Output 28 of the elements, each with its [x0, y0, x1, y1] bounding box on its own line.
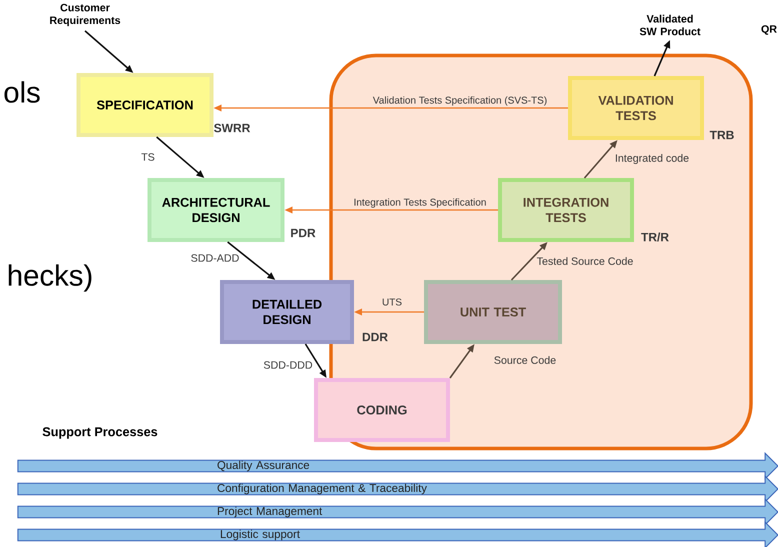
process-box: DETAILLED DESIGN [220, 280, 354, 344]
edge-label: SDD-ADD [191, 254, 239, 262]
process-box: INTEGRATION TESTS [498, 178, 634, 242]
edge-label: Integrated code [616, 154, 689, 164]
review-label: TR/R [641, 232, 669, 242]
text-label: QR [761, 25, 777, 35]
review-label: PDR [291, 228, 316, 238]
edge-label: Source Code [494, 356, 556, 364]
edge-label: Validation Tests Specification (SVS-TS) [372, 96, 547, 106]
text-label: Customer Requirements [50, 4, 120, 26]
process-box: CODING [314, 378, 450, 442]
text-label: hecks) [8, 264, 92, 292]
edge-label: SDD-DDD [264, 361, 312, 369]
edge-label: Integration Tests Specification [354, 198, 486, 208]
process-box: VALIDATION TESTS [568, 76, 704, 140]
edge-label: TS [141, 153, 154, 161]
process-box: UNIT TEST [424, 280, 562, 344]
text-label: ols [4, 81, 40, 103]
review-label: DDR [362, 332, 388, 342]
review-label: TRB [710, 130, 734, 140]
review-label: SWRR [214, 124, 250, 132]
support-process-band: Logistic support [17, 521, 778, 547]
process-box: SPECIFICATION [76, 73, 214, 137]
edge-label: UTS [382, 298, 402, 306]
process-box: ARCHITECTURAL DESIGN [148, 178, 284, 242]
edge-label: Tested Source Code [536, 257, 633, 265]
text-label: Validated SW Product [640, 14, 700, 36]
text-label: Support Processes [42, 427, 158, 439]
